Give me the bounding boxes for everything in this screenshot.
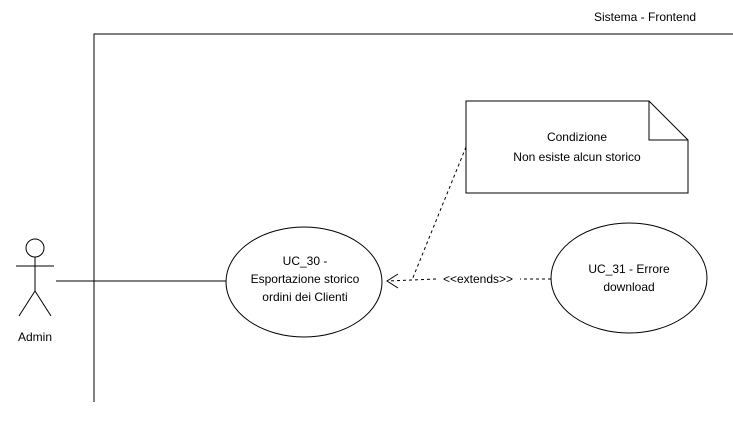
- note-body: [465, 100, 689, 194]
- use-case-uc30-line-2: Esportazione storico: [251, 272, 360, 286]
- actor-head: [25, 238, 45, 258]
- note-anchor-line: [411, 146, 467, 281]
- system-boundary: [93, 33, 733, 402]
- note-fold-corner: [648, 101, 688, 141]
- use-case-uc30-line-1: UC_30 -: [283, 254, 328, 268]
- extends-arrowhead: [386, 273, 399, 289]
- use-case-uc30-line-3: ordini dei Clienti: [262, 290, 347, 304]
- system-title: Sistema - Frontend: [594, 10, 696, 24]
- extends-label: <<extends>>: [443, 272, 513, 286]
- actor-right-leg: [34, 290, 52, 317]
- actor-left-leg: [18, 290, 36, 317]
- use-case-uc31-ellipse: [550, 222, 708, 334]
- actor-label: Admin: [18, 330, 52, 344]
- use-case-uc31[interactable]: UC_31 - Errore download: [550, 222, 708, 334]
- actor-admin[interactable]: Admin: [16, 238, 54, 344]
- use-case-uc31-line-2: download: [603, 280, 654, 294]
- condition-note[interactable]: Condizione Non esiste alcun storico: [465, 100, 689, 194]
- extends-line-left: [387, 278, 437, 282]
- note-line-1: Condizione: [547, 130, 607, 144]
- use-case-uc30-ellipse: [225, 226, 383, 338]
- use-case-uc30[interactable]: UC_30 - Esportazione storico ordini dei …: [225, 226, 383, 338]
- use-case-uc31-line-1: UC_31 - Errore: [588, 262, 670, 276]
- note-line-2: Non esiste alcun storico: [513, 150, 641, 164]
